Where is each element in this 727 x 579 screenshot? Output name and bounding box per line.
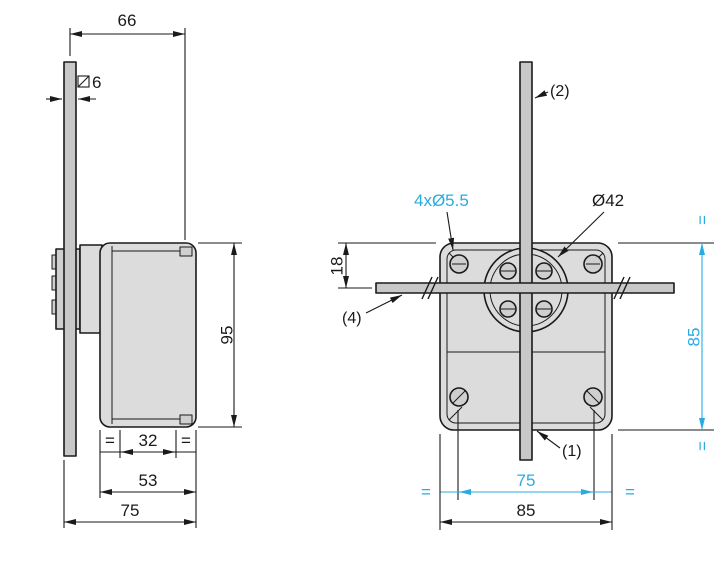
corner-rib bbox=[448, 406, 463, 421]
callout-2: (2) bbox=[534, 83, 570, 100]
square-section-icon bbox=[77, 75, 90, 88]
dim-66: 66 bbox=[69, 11, 186, 240]
dim-85-vertical: = 85 = bbox=[618, 215, 714, 451]
square-symbol bbox=[77, 75, 90, 88]
head-hub bbox=[79, 244, 103, 334]
lever-rod-side bbox=[63, 61, 77, 457]
corner-rib bbox=[589, 406, 604, 421]
head-diameter-label: Ø42 bbox=[592, 191, 624, 210]
horizontal-rod bbox=[375, 282, 675, 294]
rod-section-label: 6 bbox=[92, 73, 101, 92]
break-line bbox=[427, 276, 439, 300]
callout-2-label: (2) bbox=[550, 83, 570, 100]
callout-4-label: (4) bbox=[342, 310, 362, 327]
callout-4: (4) bbox=[342, 294, 403, 327]
dim-66-label: 66 bbox=[118, 11, 137, 30]
break-line bbox=[613, 276, 625, 300]
dim-95-label: 95 bbox=[218, 326, 237, 345]
equal-mark: = bbox=[693, 441, 712, 451]
leader-line bbox=[534, 90, 549, 99]
screw-slot bbox=[452, 390, 466, 404]
dim-85-width-label: 85 bbox=[517, 501, 536, 520]
dim-32: = 32 = bbox=[99, 430, 197, 528]
break-line bbox=[421, 276, 433, 300]
square-symbol-diagonal bbox=[77, 75, 90, 88]
dim-18-label: 18 bbox=[328, 257, 347, 276]
dim-75-label: 75 bbox=[121, 501, 140, 520]
mounting-screws bbox=[449, 254, 603, 407]
holes-label: 4xØ5.5 bbox=[414, 191, 469, 210]
dim-53-label: 53 bbox=[139, 471, 158, 490]
leader-line bbox=[365, 294, 403, 314]
break-mark bbox=[421, 276, 439, 300]
dim-85-vertical-label: 85 bbox=[685, 328, 704, 347]
dim-75-holes-label: 75 bbox=[517, 471, 536, 490]
holes-callout: 4xØ5.5 bbox=[414, 191, 469, 251]
leader-line bbox=[536, 430, 561, 449]
dim-75-holes: = 75 = bbox=[421, 410, 635, 502]
leader-line bbox=[446, 211, 455, 251]
screw-slot bbox=[586, 390, 600, 404]
break-mark bbox=[613, 276, 631, 300]
dim-18: 18 bbox=[328, 242, 436, 289]
front-view: (2) (4) (1) 4xØ5.5 Ø42 18 bbox=[328, 61, 714, 530]
callout-1: (1) bbox=[536, 430, 582, 460]
side-view: 66 6 95 = 32 bbox=[46, 11, 242, 528]
head-screws bbox=[499, 262, 553, 318]
head-diameter-callout: Ø42 bbox=[557, 191, 624, 258]
vertical-rod bbox=[519, 61, 533, 461]
callout-1-label: (1) bbox=[562, 443, 582, 460]
dim-95: 95 bbox=[198, 242, 242, 428]
dim-square-6: 6 bbox=[46, 73, 101, 102]
screw-detail bbox=[179, 414, 193, 425]
equal-mark: = bbox=[421, 483, 431, 502]
leader-line bbox=[557, 211, 605, 258]
equal-mark: = bbox=[181, 431, 191, 450]
dim-75-side: 75 bbox=[63, 460, 196, 528]
dim-32-label: 32 bbox=[139, 431, 158, 450]
switch-body-side bbox=[99, 242, 197, 428]
equal-mark: = bbox=[625, 483, 635, 502]
dim-85-width: 85 bbox=[439, 434, 613, 530]
equal-mark: = bbox=[693, 215, 712, 225]
dim-53: 53 bbox=[100, 471, 196, 495]
screw-detail bbox=[179, 246, 193, 257]
break-line bbox=[619, 276, 631, 300]
operating-head-side bbox=[51, 244, 103, 334]
equal-mark: = bbox=[105, 431, 115, 450]
